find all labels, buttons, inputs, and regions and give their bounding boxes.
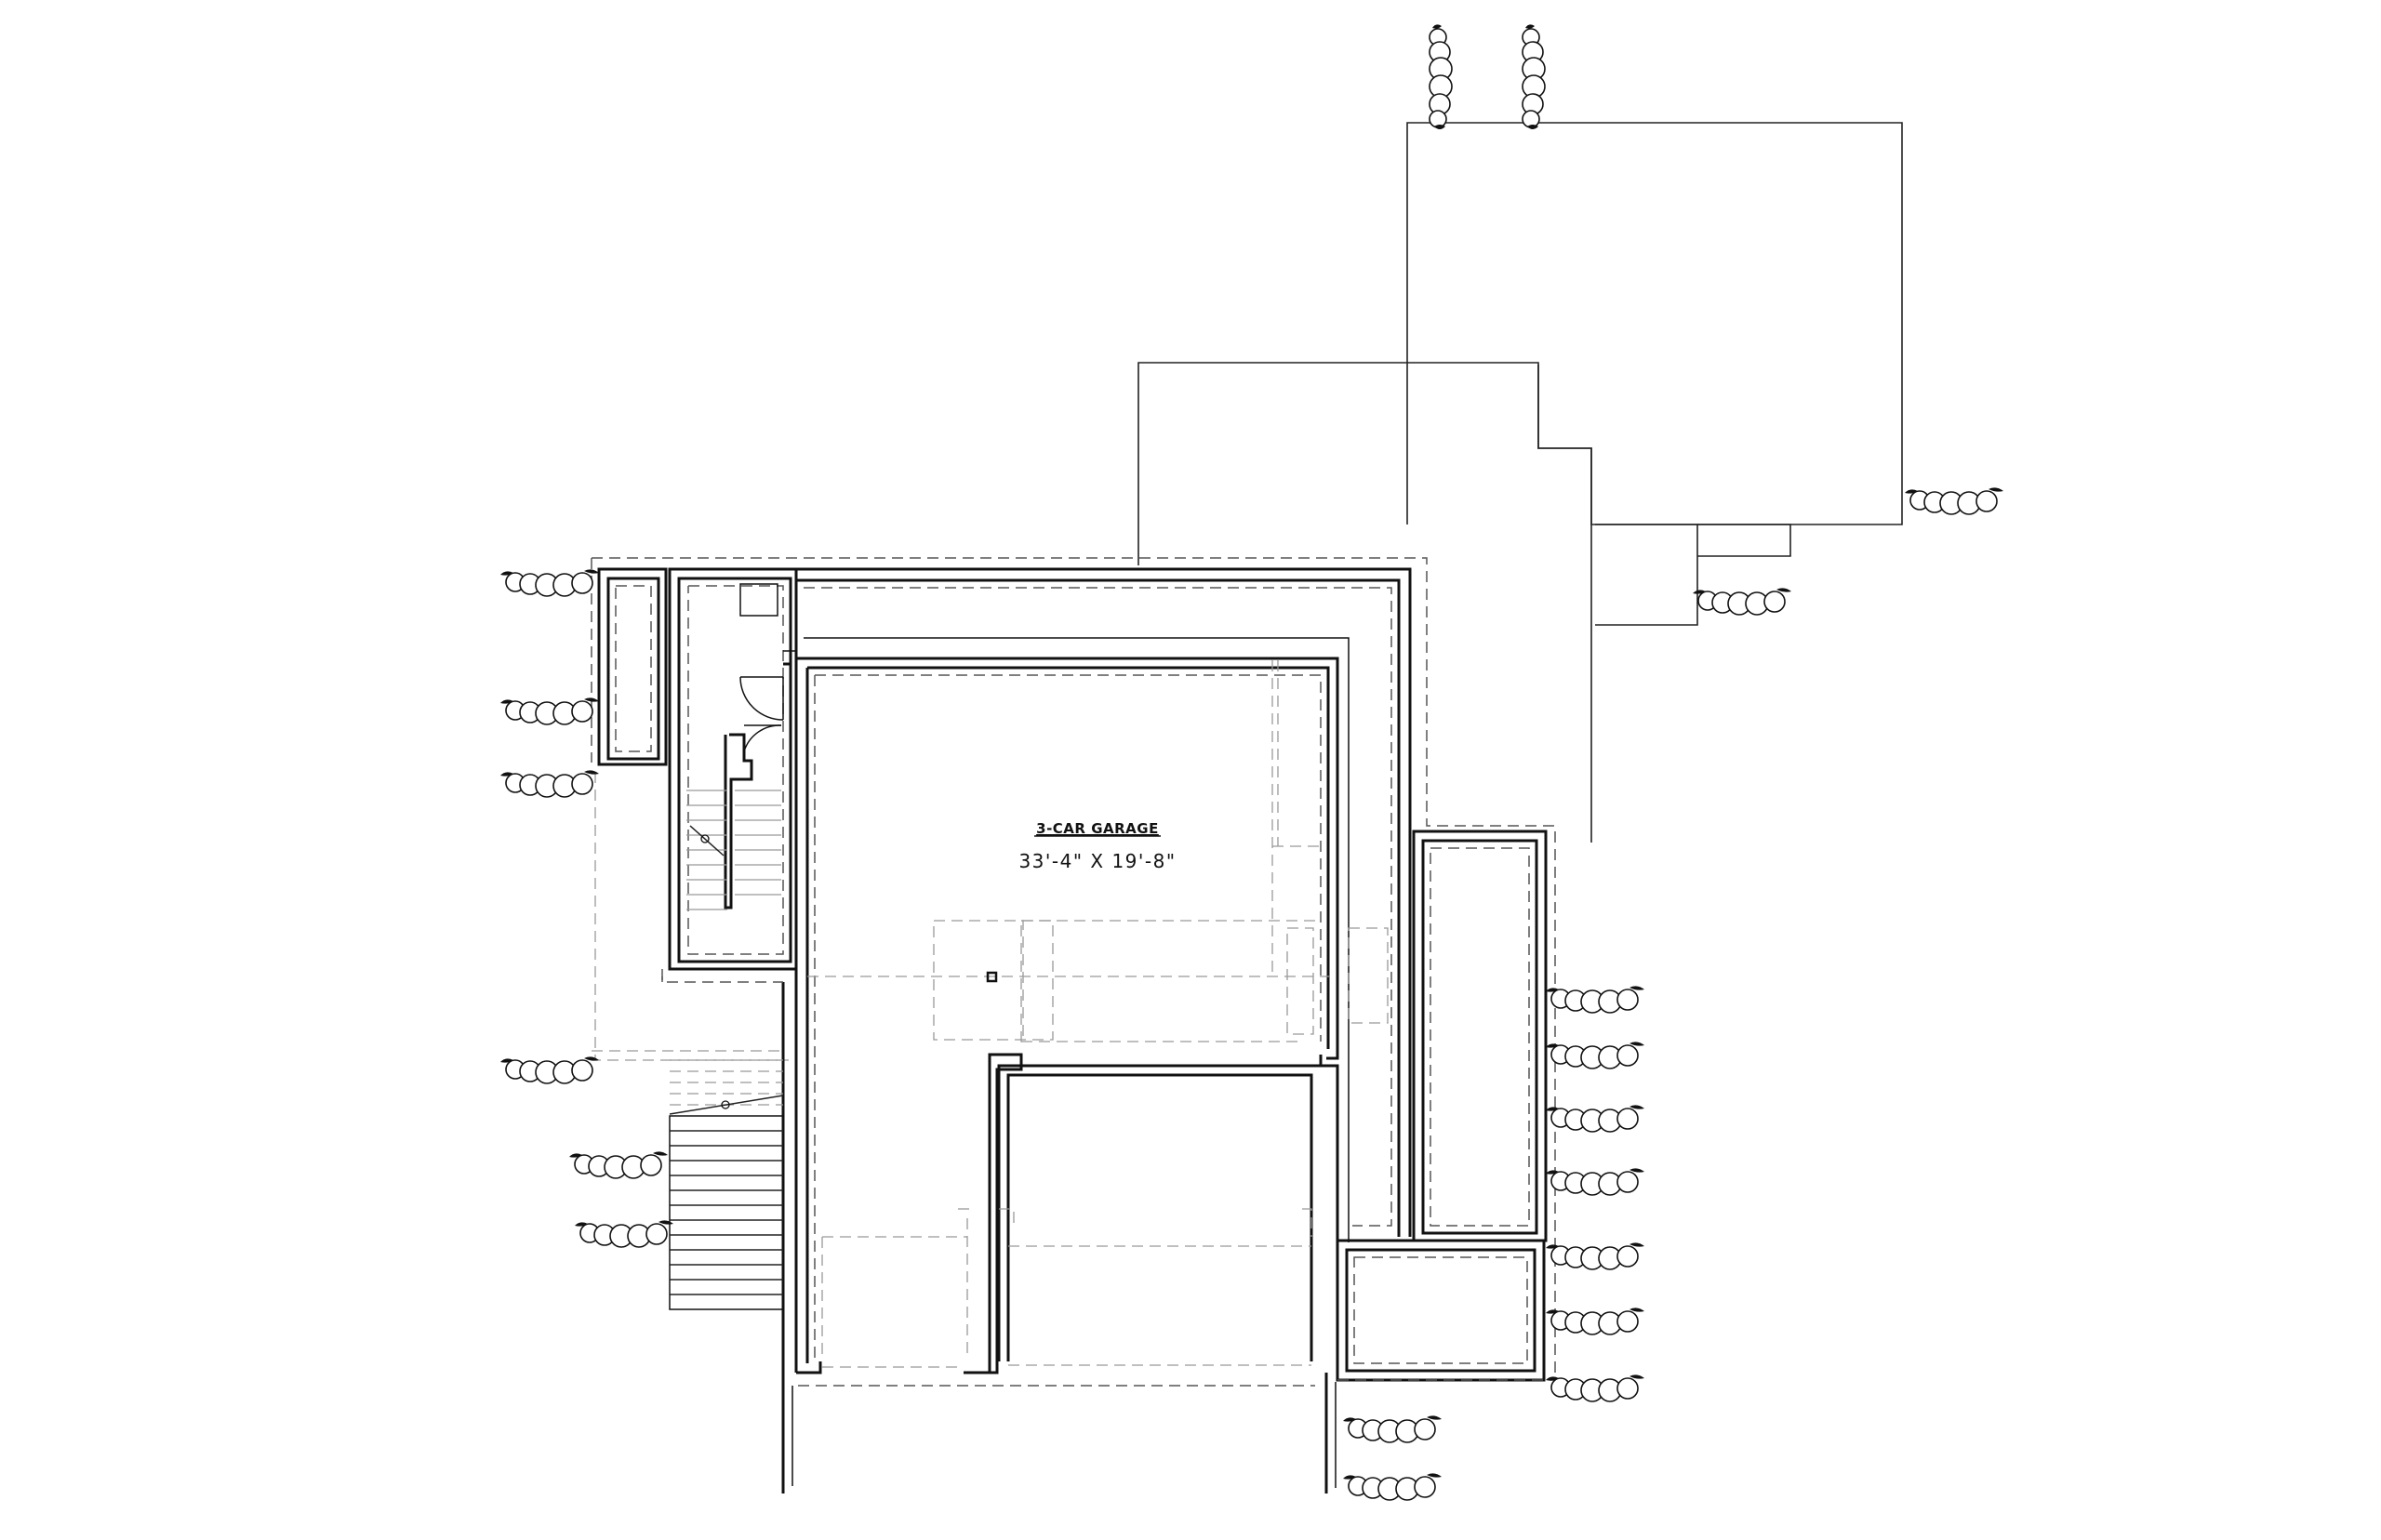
- shrub-icon: [1545, 985, 1645, 1014]
- shrub-icon: [499, 697, 600, 725]
- shrub-icon: [1342, 1414, 1443, 1443]
- beams: [807, 660, 1389, 1358]
- room-label: 3-CAR GARAGE 33'-4" X 19'-8": [1018, 820, 1176, 872]
- shrub-icon: [1692, 587, 1792, 616]
- shrub-icon: [499, 769, 600, 798]
- stair-treads: [686, 790, 781, 910]
- column-post-icon: [986, 971, 998, 983]
- left-storage: [597, 567, 668, 766]
- shrub-icon: [1342, 1472, 1443, 1501]
- stair-arrow-icon: [689, 825, 725, 856]
- shrub-icon: [1522, 23, 1546, 130]
- shrub-icon: [568, 1150, 669, 1179]
- roof-outline: [1137, 122, 1903, 843]
- shrub-icon: [1545, 1041, 1645, 1069]
- shrub-icon: [1545, 1374, 1645, 1402]
- shrub-icon: [1545, 1104, 1645, 1133]
- room-dimensions: 33'-4" X 19'-8": [1018, 850, 1176, 872]
- shrub-icon: [1545, 1241, 1645, 1270]
- door-swing-icon: [739, 676, 784, 752]
- shrub-icon: [1545, 1167, 1645, 1196]
- garage-walls: [781, 567, 1412, 1494]
- exterior-stair: [592, 1050, 784, 1310]
- shrub-icon: [1545, 1307, 1645, 1335]
- shrub-icon: [499, 1055, 600, 1084]
- shrub-icon: [574, 1219, 674, 1248]
- shrub-icon: [1429, 23, 1453, 130]
- stair-room: [661, 567, 798, 983]
- shrub-icon: [1904, 486, 2004, 515]
- shrub-icon: [499, 568, 600, 597]
- room-title: 3-CAR GARAGE: [1036, 820, 1159, 837]
- right-storage: [1336, 830, 1555, 1382]
